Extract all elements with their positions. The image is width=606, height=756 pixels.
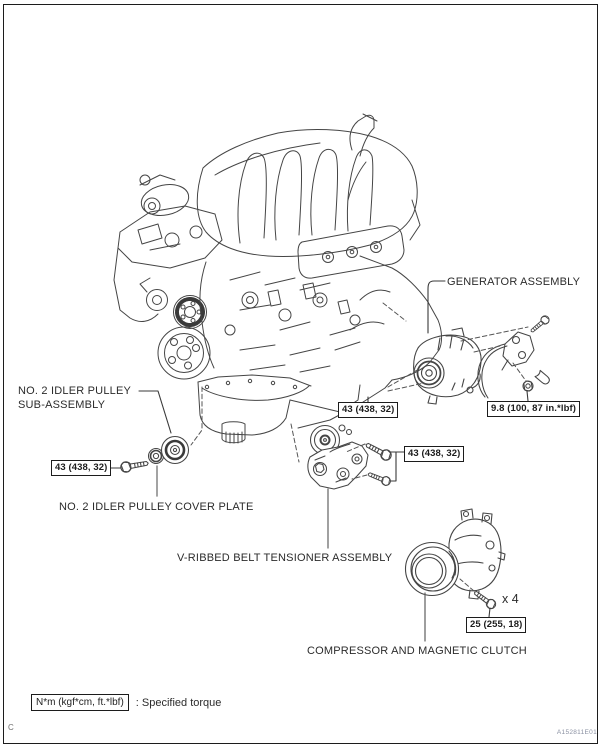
generator-illustration	[413, 327, 482, 405]
engine-illustration	[113, 113, 442, 444]
idler-pulley-icon	[160, 435, 190, 465]
torque-box-bracket-nut: 9.8 (100, 87 in.*lbf)	[487, 401, 580, 417]
assembly-dashed-lines	[190, 302, 529, 592]
torque-box-generator-bolt: 43 (438, 32)	[338, 402, 399, 418]
idler-pulley-label: NO. 2 IDLER PULLEY SUB-ASSEMBLY	[18, 384, 131, 412]
generator-assembly-label: GENERATOR ASSEMBLY	[447, 276, 581, 288]
legend-unit-box: N*m (kgf*cm, ft.*lbf)	[31, 694, 129, 711]
bracket-bolt-icon	[528, 313, 552, 336]
bracket-nut-icon	[522, 380, 534, 392]
torque-box-tensioner-bolts: 43 (438, 32)	[404, 446, 465, 462]
figure-id: A152811E01	[556, 729, 597, 736]
compressor-bolt-icon	[471, 587, 499, 612]
compressor-illustration	[404, 508, 506, 612]
legend-caption: : Specified torque	[135, 696, 222, 709]
leader-lines	[109, 280, 529, 642]
idler-pulley-label-line1: NO. 2 IDLER PULLEY	[18, 385, 132, 397]
torque-legend: N*m (kgf*cm, ft.*lbf) : Specified torque	[31, 694, 221, 711]
corner-mark: C	[8, 723, 14, 732]
tensioner-bolt2-icon	[366, 469, 393, 488]
idler-pulley-label-line2: SUB-ASSEMBLY	[18, 399, 106, 411]
tensioner-illustration	[307, 424, 394, 490]
figure-border	[3, 4, 598, 744]
cover-plate-icon	[147, 447, 165, 465]
idler-cover-plate-label: NO. 2 IDLER PULLEY COVER PLATE	[59, 501, 254, 513]
bolt-count-label: x 4	[502, 592, 519, 606]
idler-bolt-icon	[119, 457, 150, 474]
idler-pulley-illustration	[119, 435, 190, 474]
tensioner-label: V-RIBBED BELT TENSIONER ASSEMBLY	[177, 552, 393, 564]
compressor-label: COMPRESSOR AND MAGNETIC CLUTCH	[307, 645, 527, 657]
torque-box-idler-bolt: 43 (438, 32)	[51, 460, 112, 476]
generator-bracket-illustration	[477, 313, 552, 399]
tensioner-bolt1-icon	[363, 439, 394, 463]
torque-box-compressor-bolts: 25 (255, 18)	[466, 617, 527, 633]
grommet-clip-icon	[534, 369, 550, 385]
